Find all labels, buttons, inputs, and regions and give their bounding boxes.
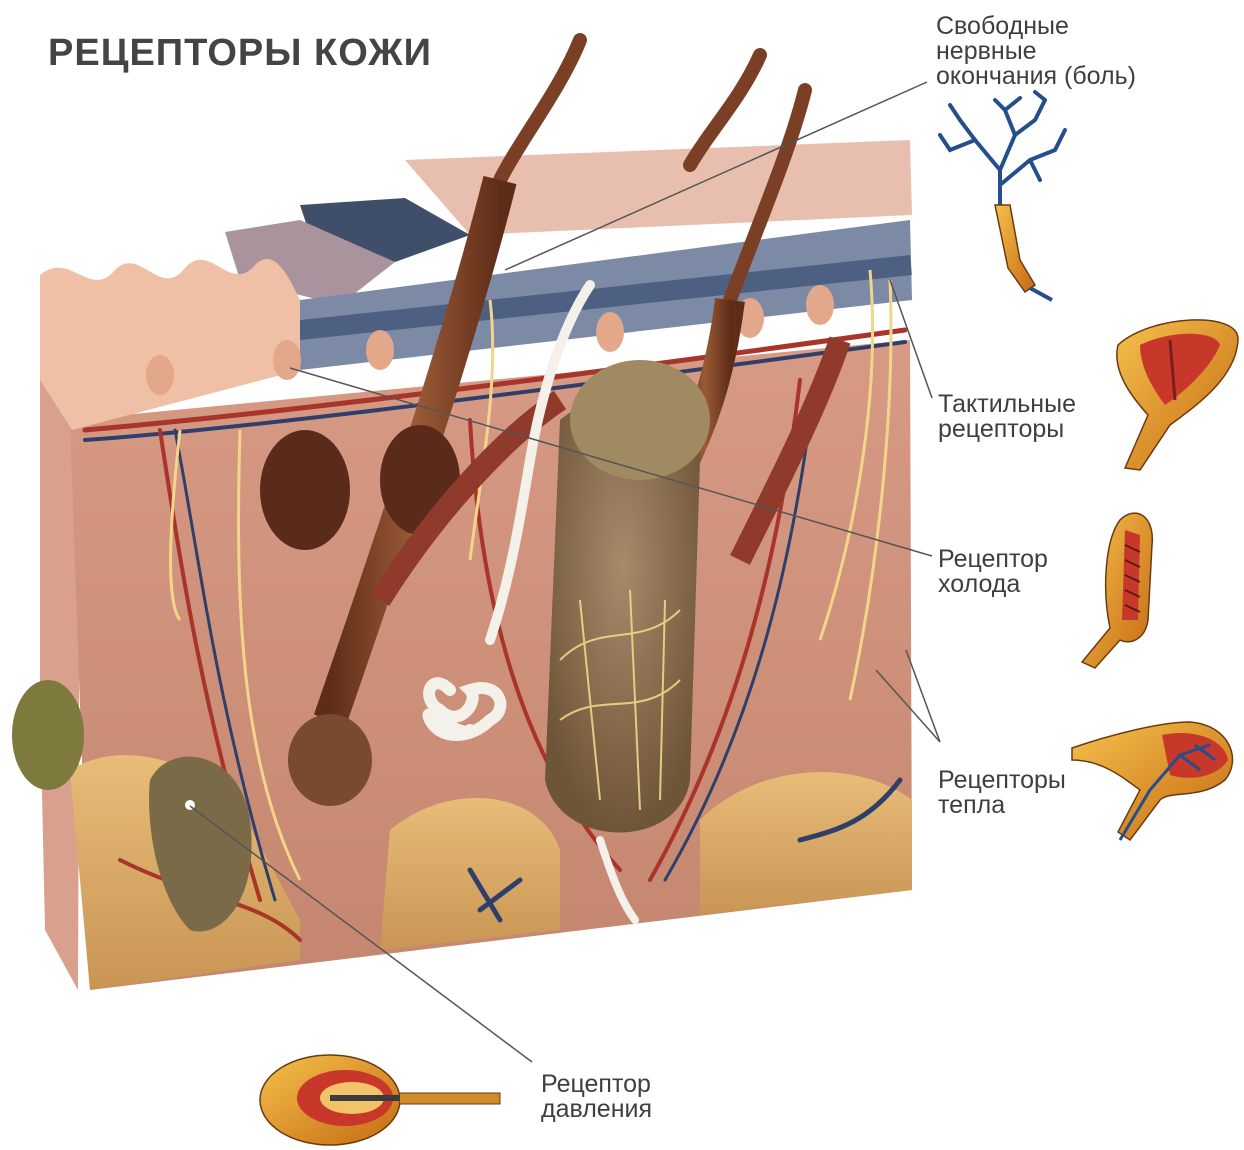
label-pressure-receptor: Рецептор давления xyxy=(541,1072,652,1122)
label-line: Рецептор xyxy=(938,547,1048,572)
label-line: Тактильные xyxy=(938,392,1076,417)
label-line: холода xyxy=(938,572,1048,597)
diagram-title: РЕЦЕПТОРЫ КОЖИ xyxy=(48,32,432,75)
label-line: нервные xyxy=(936,39,1136,64)
warmth-receptor-icon xyxy=(1072,722,1232,840)
label-line: Рецепторы xyxy=(938,768,1066,793)
label-line: Рецептор xyxy=(541,1072,652,1097)
label-cold-receptor: Рецептор холода xyxy=(938,547,1048,597)
pressure-receptor-icon xyxy=(260,1055,500,1145)
label-line: рецепторы xyxy=(938,417,1076,442)
label-free-nerve-endings: Свободные нервные окончания (боль) xyxy=(936,14,1136,89)
label-line: давления xyxy=(541,1097,652,1122)
label-line: Свободные xyxy=(936,14,1136,39)
free-nerve-ending-icon xyxy=(940,92,1065,300)
label-tactile-receptors: Тактильные рецепторы xyxy=(938,392,1076,442)
label-line: окончания (боль) xyxy=(936,64,1136,89)
label-warmth-receptors: Рецепторы тепла xyxy=(938,768,1066,818)
label-line: тепла xyxy=(938,793,1066,818)
cold-receptor-icon xyxy=(1082,513,1152,668)
sebaceous-gland xyxy=(545,360,710,833)
tactile-receptor-icon xyxy=(1117,320,1238,470)
